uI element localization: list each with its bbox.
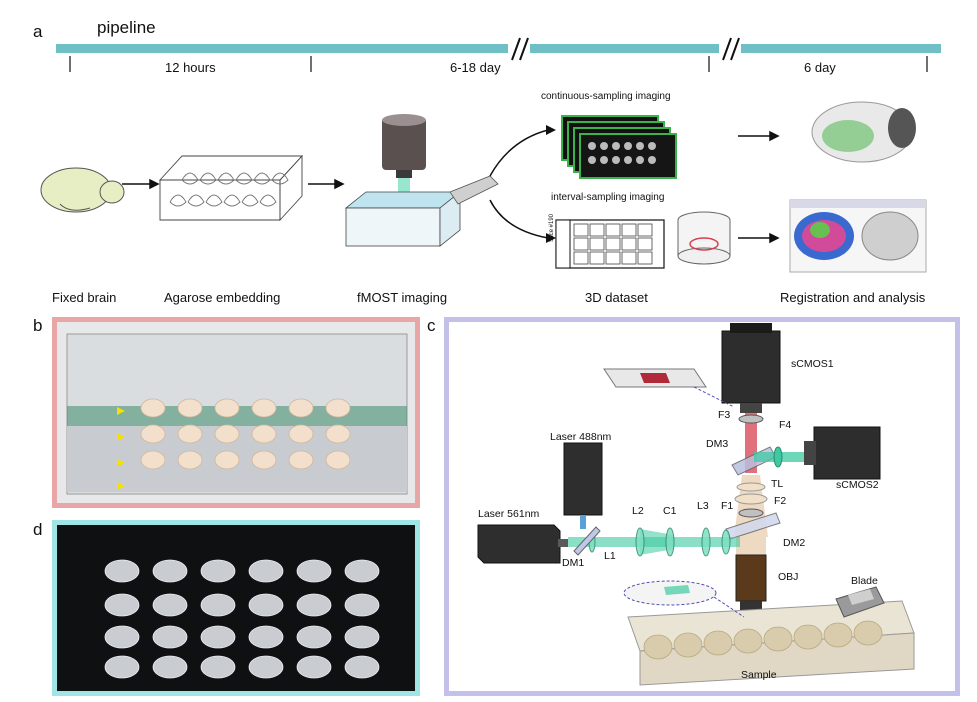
duration-2: 6-18 day [450, 60, 501, 75]
label-dm2: DM2 [783, 537, 806, 549]
pipeline-illustration [40, 101, 927, 273]
label-f2: F2 [774, 495, 787, 507]
3d-brain-render [811, 101, 916, 163]
label-f3: F3 [718, 409, 731, 421]
duration-3: 6 day [804, 60, 836, 75]
label-f4: F4 [779, 419, 792, 431]
label-dm3: DM3 [706, 438, 729, 450]
step-agarose-embedding: Agarose embedding [164, 290, 281, 305]
pipeline-title: pipeline [97, 18, 156, 37]
scmos2-camera [804, 426, 881, 480]
timeline [56, 37, 941, 72]
step-registration-analysis: Registration and analysis [780, 290, 926, 305]
agarose-block-illustration [158, 154, 304, 222]
scmos1-camera [721, 323, 781, 413]
label-dm1: DM1 [562, 557, 585, 569]
sensor-image [603, 368, 735, 408]
slice-number-label: Slice #190 [549, 213, 555, 242]
panel-c-letter: c [427, 316, 436, 335]
mode-interval-label: interval-sampling imaging [551, 192, 665, 203]
registration-software-screenshot [789, 199, 927, 273]
label-scmos1: sCMOS1 [791, 358, 834, 370]
label-sample: Sample [741, 669, 777, 681]
label-blade: Blade [851, 575, 878, 587]
label-l1: L1 [604, 550, 616, 562]
optical-setup-diagram [477, 323, 915, 686]
blade-tool [835, 586, 885, 618]
fixed-brain-illustration [40, 167, 125, 213]
continuous-stack-illustration [561, 115, 677, 179]
label-l2: L2 [632, 505, 644, 517]
step-fixed-brain: Fixed brain [52, 290, 117, 305]
duration-1: 12 hours [165, 60, 216, 75]
label-laser-561: Laser 561nm [478, 508, 540, 520]
label-f1: F1 [721, 500, 734, 512]
label-tl: TL [771, 478, 784, 490]
fmost-illustration [344, 114, 499, 247]
interval-slice-illustration [555, 211, 731, 269]
brain-slices-photo [57, 525, 415, 691]
label-l3: L3 [697, 500, 709, 512]
label-obj: OBJ [778, 571, 799, 583]
laser-561-module [477, 524, 568, 564]
step-fmost-imaging: fMOST imaging [357, 290, 448, 305]
panel-a-letter: a [33, 22, 43, 41]
laser-488-module [563, 442, 603, 529]
panel-d-letter: d [33, 520, 43, 539]
panel-b-photo-frame [52, 317, 420, 508]
label-laser-488: Laser 488nm [550, 431, 612, 443]
step-3d-dataset: 3D dataset [585, 290, 648, 305]
label-scmos2: sCMOS2 [836, 479, 879, 491]
panel-d-photo-frame [52, 520, 420, 696]
panel-b-letter: b [33, 316, 43, 335]
slice-inset [623, 580, 745, 618]
agarose-block-photo [57, 322, 415, 503]
label-c1: C1 [663, 505, 677, 517]
mode-continuous-label: continuous-sampling imaging [541, 91, 671, 102]
